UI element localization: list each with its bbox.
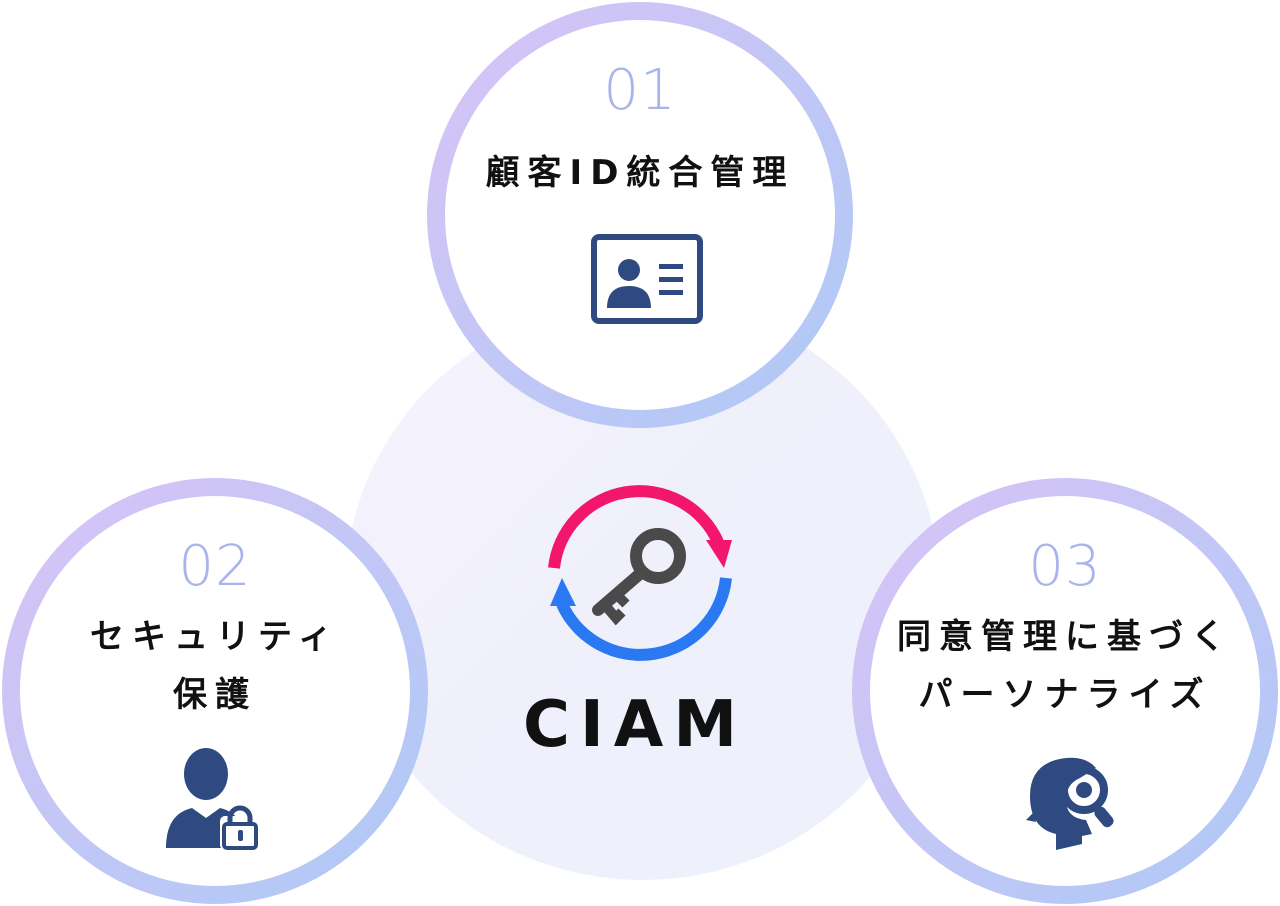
feature-number: 03 xyxy=(1028,534,1102,599)
feature-label-line: 保護 xyxy=(173,675,257,715)
id-card-icon xyxy=(591,234,703,324)
user-lock-icon xyxy=(166,748,260,850)
feature-node-03: 03 同意管理に基づく パーソナライズ xyxy=(852,478,1278,904)
feature-number: 01 xyxy=(603,58,677,123)
feature-node-02: 02 セキュリティ 保護 xyxy=(2,478,428,904)
center-title: CIAM xyxy=(523,688,747,762)
feature-label-line: セキュリティ xyxy=(90,617,340,657)
key-cycle-icon xyxy=(548,485,732,661)
feature-label: 同意管理に基づく パーソナライズ xyxy=(870,608,1260,724)
feature-label: セキュリティ 保護 xyxy=(20,608,410,724)
feature-label-line: 同意管理に基づく xyxy=(897,617,1233,657)
feature-label: 顧客ID統合管理 xyxy=(445,144,835,202)
feature-number: 02 xyxy=(178,534,252,599)
feature-node-01: 01 顧客ID統合管理 xyxy=(427,2,853,428)
head-search-icon xyxy=(1026,757,1114,850)
feature-label-line: パーソナライズ xyxy=(918,675,1212,715)
feature-label-line: 顧客ID統合管理 xyxy=(485,153,795,193)
